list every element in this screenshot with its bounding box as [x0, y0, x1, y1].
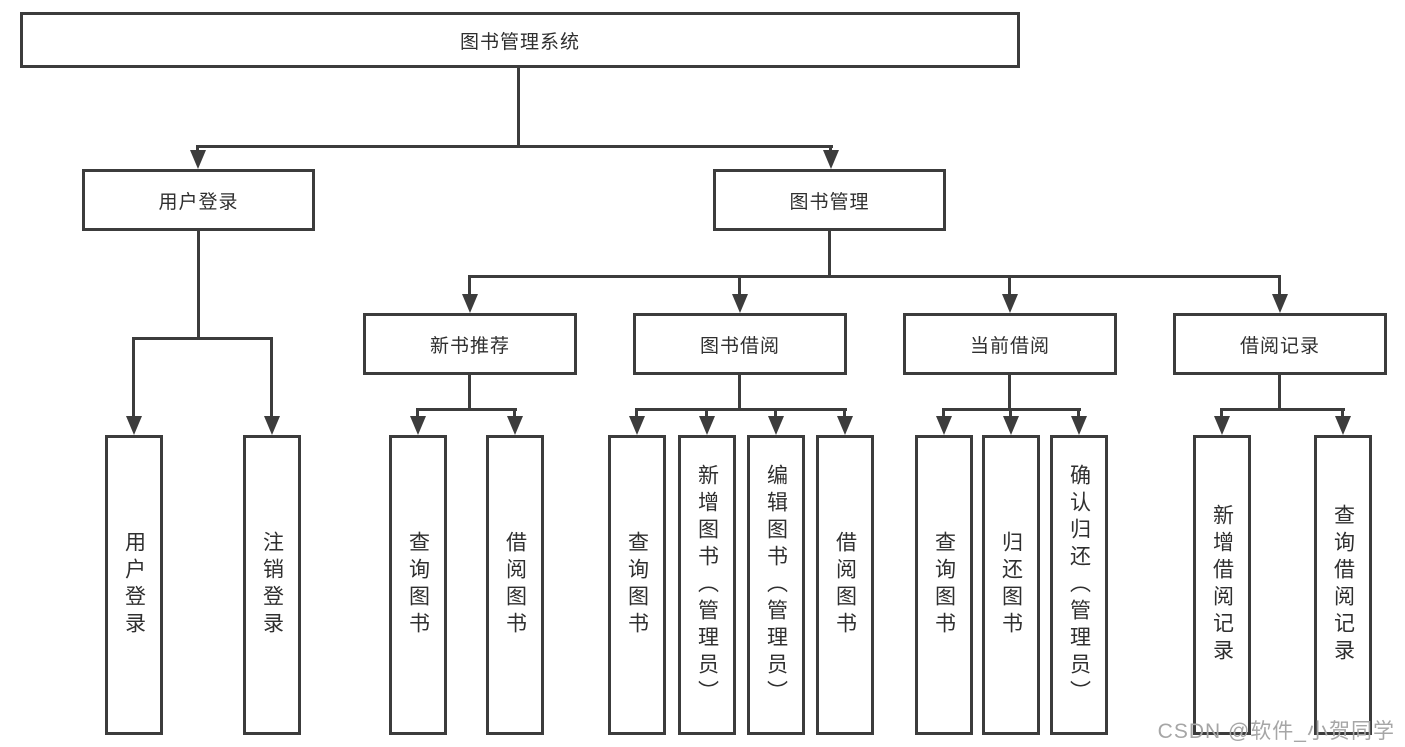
node-label: 查询借阅记录	[1331, 504, 1355, 666]
node-borrowing-records: 借阅记录	[1173, 313, 1387, 375]
connector-line	[1077, 408, 1080, 420]
connector-line	[416, 408, 419, 420]
csdn-watermark: CSDN @软件_小贺同学	[1157, 720, 1395, 743]
connector-line	[1009, 408, 1012, 420]
arrow-down-icon	[126, 416, 142, 435]
node-label: 图书借阅	[699, 335, 780, 357]
connector-line	[468, 374, 471, 410]
arrow-down-icon	[462, 294, 478, 313]
leaf-borrow-books-borrowing: 借阅图书	[816, 435, 874, 735]
connector-line	[468, 275, 471, 297]
connector-line	[943, 408, 1081, 411]
connector-line	[635, 408, 638, 420]
arrow-down-icon	[507, 416, 523, 435]
connector-line	[1278, 275, 1281, 297]
arrow-down-icon	[699, 416, 715, 435]
connector-line	[738, 275, 741, 297]
node-label: 借阅图书	[503, 531, 527, 639]
node-label: 归还图书	[999, 531, 1023, 639]
connector-line	[132, 337, 135, 421]
node-new-book-recommend: 新书推荐	[363, 313, 577, 375]
connector-line	[1008, 275, 1011, 297]
connector-line	[1278, 374, 1281, 410]
connector-line	[705, 408, 708, 420]
arrow-down-icon	[1335, 416, 1351, 435]
leaf-add-book-admin: 新增图书（管理员）	[678, 435, 736, 735]
arrow-down-icon	[768, 416, 784, 435]
node-label: 借阅记录	[1239, 335, 1320, 357]
arrow-down-icon	[1002, 294, 1018, 313]
leaf-confirm-return-admin: 确认归还（管理员）	[1050, 435, 1108, 735]
leaf-return-book: 归还图书	[982, 435, 1040, 735]
connector-line	[197, 145, 833, 148]
connector-line	[197, 230, 200, 338]
connector-line	[132, 337, 272, 340]
node-label: 用户登录	[158, 191, 239, 213]
arrow-down-icon	[264, 416, 280, 435]
node-label: 注销登录	[260, 531, 284, 639]
node-label: 图书管理	[789, 191, 870, 213]
leaf-user-login: 用户登录	[105, 435, 163, 735]
arrow-down-icon	[936, 416, 952, 435]
connector-line	[1008, 374, 1011, 410]
node-label: 查询图书	[932, 531, 956, 639]
node-user-login: 用户登录	[82, 169, 315, 231]
arrow-down-icon	[629, 416, 645, 435]
connector-line	[1341, 408, 1344, 420]
leaf-query-books-current: 查询图书	[915, 435, 973, 735]
connector-line	[828, 230, 831, 277]
connector-line	[1221, 408, 1345, 411]
node-book-management-system: 图书管理系统	[20, 12, 1020, 68]
node-label: 用户登录	[122, 531, 146, 639]
arrow-down-icon	[410, 416, 426, 435]
node-label: 查询图书	[406, 531, 430, 639]
leaf-query-books-recommend: 查询图书	[389, 435, 447, 735]
connector-line	[1220, 408, 1223, 420]
node-label: 新增借阅记录	[1210, 504, 1234, 666]
node-label: 图书管理系统	[459, 31, 580, 53]
arrow-down-icon	[837, 416, 853, 435]
connector-line	[942, 408, 945, 420]
arrow-down-icon	[1003, 416, 1019, 435]
leaf-query-books-borrowing: 查询图书	[608, 435, 666, 735]
connector-line	[270, 337, 273, 421]
node-label: 查询图书	[625, 531, 649, 639]
node-label: 借阅图书	[833, 531, 857, 639]
node-label: 新书推荐	[429, 335, 510, 357]
connector-line	[774, 408, 777, 420]
leaf-logout: 注销登录	[243, 435, 301, 735]
connector-line	[513, 408, 516, 420]
node-current-borrowing: 当前借阅	[903, 313, 1117, 375]
node-label: 当前借阅	[969, 335, 1050, 357]
node-book-borrowing: 图书借阅	[633, 313, 847, 375]
connector-line	[843, 408, 846, 420]
node-label: 编辑图书（管理员）	[764, 463, 788, 707]
connector-line	[468, 275, 1281, 278]
leaf-add-borrow-record: 新增借阅记录	[1193, 435, 1251, 735]
arrow-down-icon	[190, 150, 206, 169]
node-label: 新增图书（管理员）	[695, 463, 719, 707]
node-book-management: 图书管理	[713, 169, 946, 231]
arrow-down-icon	[1214, 416, 1230, 435]
connector-line	[636, 408, 847, 411]
arrow-down-icon	[1071, 416, 1087, 435]
arrow-down-icon	[1272, 294, 1288, 313]
leaf-edit-book-admin: 编辑图书（管理员）	[747, 435, 805, 735]
arrow-down-icon	[732, 294, 748, 313]
leaf-query-borrow-record: 查询借阅记录	[1314, 435, 1372, 735]
node-label: 确认归还（管理员）	[1067, 463, 1091, 707]
connector-line	[738, 374, 741, 410]
connector-line	[417, 408, 517, 411]
leaf-borrow-books-recommend: 借阅图书	[486, 435, 544, 735]
arrow-down-icon	[823, 150, 839, 169]
connector-line	[517, 68, 520, 146]
